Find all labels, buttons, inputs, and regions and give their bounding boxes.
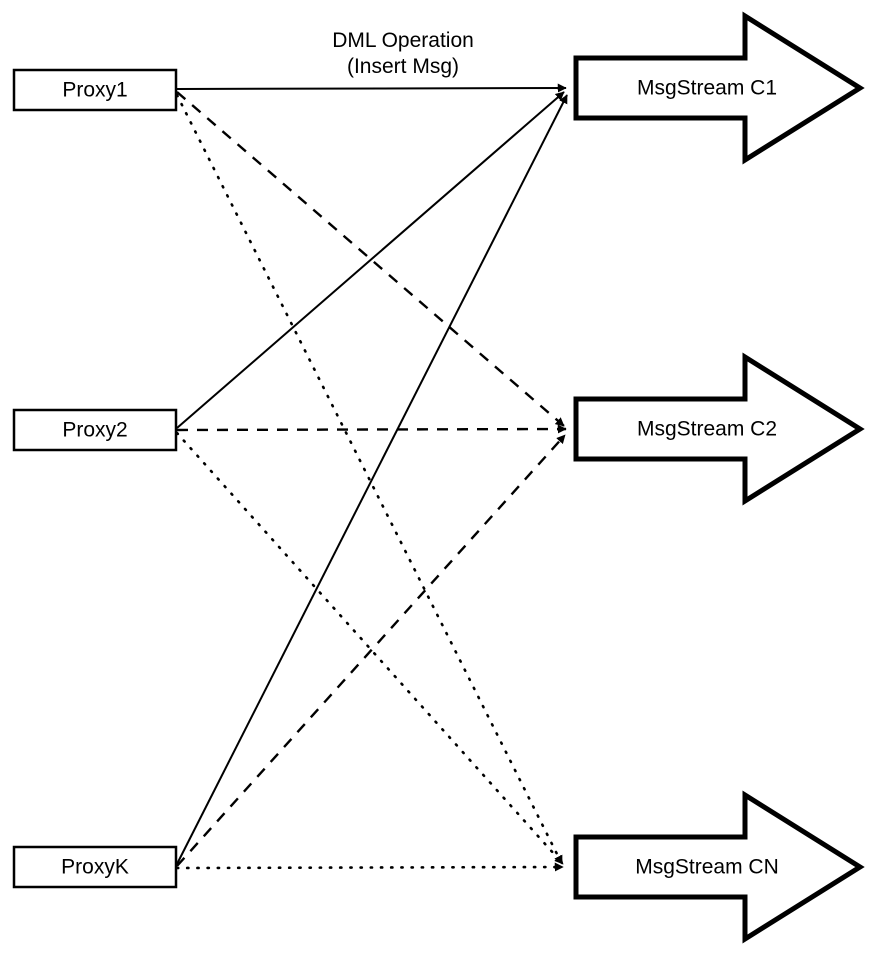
stream-node-cn[interactable]: MsgStream CN: [573, 790, 865, 944]
proxy-node-proxyk[interactable]: ProxyK: [12, 845, 178, 889]
connection-proxyk-to-stream-c1[interactable]: [176, 94, 568, 865]
stream-cn-arrow-shape[interactable]: [573, 790, 865, 944]
stream-node-c1[interactable]: MsgStream C1: [573, 11, 865, 165]
proxyk-box[interactable]: [12, 845, 178, 889]
connection-proxyk-to-stream-cn[interactable]: [175, 862, 565, 872]
proxy1-label: Proxy1: [62, 79, 127, 102]
connection-proxy1-to-stream-c2[interactable]: [176, 91, 565, 427]
connection-proxy2-to-stream-c1[interactable]: [176, 91, 565, 429]
connection-proxy2-to-stream-cn[interactable]: [175, 431, 565, 866]
proxyk-label: ProxyK: [61, 856, 129, 879]
dml-operation-line1: DML Operation: [332, 29, 474, 52]
dml-operation-line2: (Insert Msg): [347, 55, 459, 78]
proxy2-box[interactable]: [12, 408, 178, 452]
stream-cn-label: MsgStream CN: [635, 856, 779, 879]
stream-node-c2[interactable]: MsgStream C2: [573, 352, 865, 506]
stream-c1-label: MsgStream C1: [637, 77, 777, 100]
connections-layer: [175, 83, 568, 872]
proxy2-label: Proxy2: [62, 419, 127, 442]
stream-nodes-layer: MsgStream C1 MsgStream C2 MsgStream CN: [573, 11, 865, 944]
connection-proxyk-to-stream-c2[interactable]: [176, 434, 566, 867]
stream-c2-arrow-shape[interactable]: [573, 352, 865, 506]
proxy-node-proxy2[interactable]: Proxy2: [12, 408, 178, 452]
stream-c2-label: MsgStream C2: [637, 418, 777, 441]
connection-proxy1-to-stream-c1[interactable]: [176, 83, 567, 93]
connection-proxy1-to-stream-cn[interactable]: [175, 93, 564, 866]
proxy-node-proxy1[interactable]: Proxy1: [12, 68, 178, 112]
proxy-nodes-layer: Proxy1 Proxy2 ProxyK: [12, 68, 178, 889]
proxy1-box[interactable]: [12, 68, 178, 112]
connection-proxy2-to-stream-c2[interactable]: [176, 424, 567, 434]
stream-c1-arrow-shape[interactable]: [573, 11, 865, 165]
edge-annotation-dml: DML Operation (Insert Msg): [332, 29, 474, 78]
